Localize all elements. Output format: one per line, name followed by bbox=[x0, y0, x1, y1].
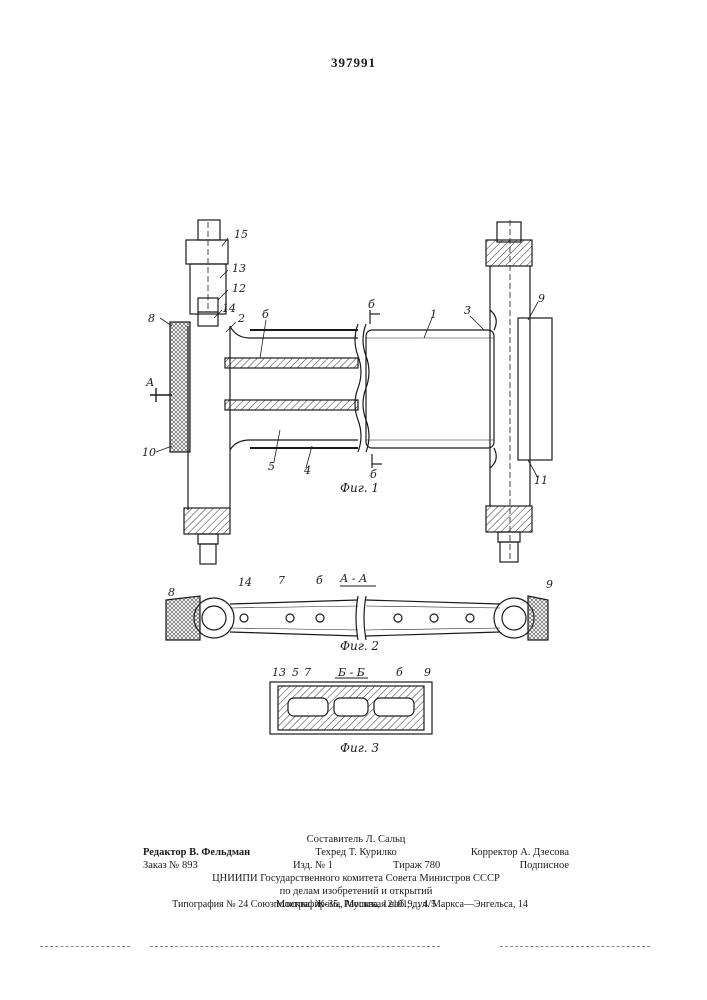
bottom-rule-center bbox=[150, 946, 440, 947]
channel-rib-lower bbox=[225, 400, 358, 410]
fig3-label-7: 7 bbox=[304, 666, 311, 679]
right-clamp-9 bbox=[518, 318, 552, 460]
plate-1 bbox=[366, 330, 494, 448]
section-b-marker-top: б bbox=[368, 298, 375, 311]
label-6: б bbox=[262, 308, 269, 321]
right-top-nut bbox=[486, 240, 532, 266]
label-13: 13 bbox=[232, 262, 246, 275]
left-header bbox=[188, 326, 230, 510]
circulation: Тираж 780 bbox=[393, 859, 440, 872]
edition: Изд. № 1 bbox=[293, 859, 333, 872]
fig2-label-6: б bbox=[316, 574, 323, 587]
figure-1-caption: Фиг. 1 bbox=[340, 481, 379, 495]
figure-2-caption: Фиг. 2 bbox=[340, 639, 379, 653]
fig2-label-14: 14 bbox=[238, 576, 252, 589]
label-15: 15 bbox=[234, 228, 248, 241]
fig3-label-9: 9 bbox=[424, 666, 431, 679]
section-b-marker-bottom: б bbox=[370, 468, 377, 481]
fig2-label-8: 8 bbox=[168, 586, 175, 599]
figure-3-title: Б - Б bbox=[337, 666, 365, 679]
order: Заказ № 893 bbox=[143, 859, 198, 872]
label-8: 8 bbox=[148, 312, 155, 325]
fig2-label-9: 9 bbox=[546, 578, 553, 591]
compiler: Составитель Л. Сальц bbox=[143, 833, 569, 846]
left-clamp-8 bbox=[170, 322, 190, 452]
figure-3-caption: Фиг. 3 bbox=[340, 741, 379, 755]
label-10: 10 bbox=[142, 446, 156, 459]
left-top-nipple bbox=[198, 220, 220, 240]
fig2-label-7: 7 bbox=[278, 574, 285, 587]
right-bottom-nut bbox=[486, 506, 532, 532]
figure-3 bbox=[270, 678, 432, 734]
fig3-label-13: 13 bbox=[272, 666, 286, 679]
label-2: 2 bbox=[237, 312, 245, 325]
label-1: 1 bbox=[430, 308, 437, 321]
figure-1 bbox=[150, 220, 552, 564]
label-14: 14 bbox=[222, 302, 236, 315]
org-line-2: по делам изобретений и открытий bbox=[143, 885, 569, 898]
label-4: 4 bbox=[303, 464, 311, 477]
fig3-label-6: б bbox=[396, 666, 403, 679]
label-11: 11 bbox=[534, 474, 548, 487]
label-5: 5 bbox=[268, 460, 275, 473]
label-3: 3 bbox=[464, 304, 471, 317]
figure-2-title: А - А bbox=[339, 572, 367, 585]
subscription: Подписное bbox=[520, 859, 569, 872]
figure-2 bbox=[166, 586, 548, 640]
fig3-label-5: 5 bbox=[292, 666, 299, 679]
bottom-rule-right bbox=[500, 946, 650, 947]
org-line-1: ЦНИИПИ Государственного комитета Совета … bbox=[143, 872, 569, 885]
section-a-marker: А bbox=[145, 376, 154, 389]
channel-rib-upper bbox=[225, 358, 358, 368]
label-9: 9 bbox=[538, 292, 545, 305]
left-union-nut bbox=[186, 240, 228, 264]
label-12: 12 bbox=[232, 282, 246, 295]
left-bottom-nut bbox=[184, 508, 230, 534]
corrector: Корректор А. Дзесова bbox=[471, 846, 569, 859]
bottom-rule-left bbox=[40, 946, 130, 947]
typography-line: Типография № 24 Союзполиграфпрома, Москв… bbox=[130, 899, 570, 910]
